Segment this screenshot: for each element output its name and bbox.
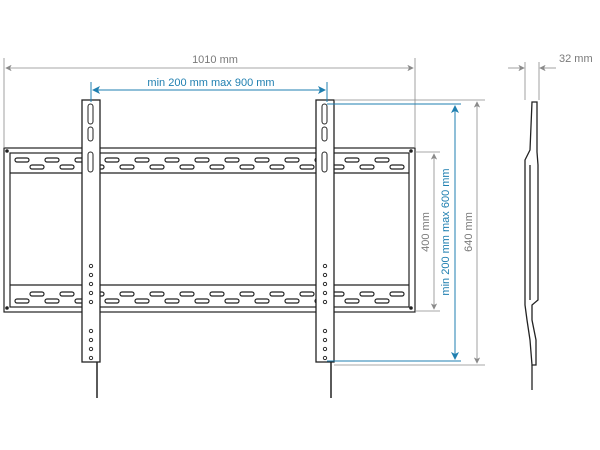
frame-screw — [409, 306, 413, 310]
frame-slot — [179, 164, 195, 170]
dimension-total-height — [334, 99, 485, 366]
arm-hole — [322, 328, 328, 334]
arm-hole — [88, 281, 94, 287]
frame-slot — [59, 291, 75, 297]
frame-slot — [389, 164, 405, 170]
frame-slot — [119, 291, 135, 297]
frame-slot — [284, 298, 300, 304]
arm-hole — [88, 290, 94, 296]
frame-slot — [179, 291, 195, 297]
dimension-vertical-vesa — [327, 103, 461, 362]
frame-slot — [44, 157, 60, 163]
frame-slot — [29, 291, 45, 297]
dimension-frame-height — [415, 151, 440, 312]
arm-hole — [322, 281, 328, 287]
frame-slot — [374, 157, 390, 163]
arm-hole — [322, 263, 328, 269]
frame-slot — [359, 164, 375, 170]
frame-slot — [284, 157, 300, 163]
total-width-label: 1010 mm — [192, 54, 238, 66]
arm-hole — [88, 337, 94, 343]
frame-height-label: 400 mm — [420, 212, 432, 252]
frame-slot — [389, 291, 405, 297]
frame-slot — [29, 164, 45, 170]
vertical-arms — [81, 99, 335, 398]
arm-hole — [322, 355, 328, 361]
arm-hole — [322, 299, 328, 305]
frame-slot — [344, 157, 360, 163]
frame-screw — [409, 149, 413, 153]
frame-slot — [59, 164, 75, 170]
frame-slot — [164, 157, 180, 163]
frame-slot — [14, 298, 30, 304]
arm-slot — [321, 151, 328, 173]
arm-hole — [322, 337, 328, 343]
arm-hole — [322, 272, 328, 278]
arm-hole — [88, 272, 94, 278]
total-height-label: 640 mm — [463, 212, 475, 252]
frame-slot — [44, 298, 60, 304]
arm-hole — [88, 346, 94, 352]
frame-slot — [149, 164, 165, 170]
arm-slot — [87, 103, 94, 125]
frame-slot — [194, 298, 210, 304]
mount-frame — [3, 147, 416, 313]
frame-slot — [299, 291, 315, 297]
arm-hole — [88, 263, 94, 269]
dimension-total-width — [3, 58, 416, 148]
frame-slot — [239, 291, 255, 297]
dimension-depth — [508, 62, 556, 100]
frame-screw — [5, 306, 9, 310]
side-view — [524, 101, 539, 390]
arm — [315, 99, 335, 363]
frame-slot — [209, 164, 225, 170]
frame-slot — [254, 298, 270, 304]
frame-slot — [134, 157, 150, 163]
arm-slot — [321, 126, 328, 142]
arm-hole — [88, 355, 94, 361]
frame-slot — [134, 298, 150, 304]
frame-slot — [269, 291, 285, 297]
frame-slot — [164, 298, 180, 304]
arm-hole — [88, 328, 94, 334]
frame-slot — [254, 157, 270, 163]
frame-slot — [374, 298, 390, 304]
arm-slot — [87, 126, 94, 142]
frame-slot — [104, 298, 120, 304]
frame-slot — [359, 291, 375, 297]
frame-slot — [209, 291, 225, 297]
dimension-horizontal-vesa — [90, 82, 328, 102]
frame-slot — [239, 164, 255, 170]
frame-slot — [104, 157, 120, 163]
arm-slot — [87, 151, 94, 173]
frame-slot — [344, 298, 360, 304]
horizontal-vesa-label: min 200 mm max 900 mm — [147, 77, 274, 89]
depth-label: 32 mm — [559, 53, 593, 65]
frame-slot — [224, 157, 240, 163]
frame-slot — [224, 298, 240, 304]
arm-hole — [322, 290, 328, 296]
frame-slot — [14, 157, 30, 163]
frame-slot — [269, 164, 285, 170]
frame-slot — [299, 164, 315, 170]
arm-hole — [88, 299, 94, 305]
arm-hole — [322, 346, 328, 352]
arm-slot — [321, 103, 328, 125]
frame-slot — [119, 164, 135, 170]
frame-slot — [149, 291, 165, 297]
vertical-vesa-label: min 200 mm max 600 mm — [440, 168, 452, 295]
arm — [81, 99, 101, 363]
frame-screw — [5, 149, 9, 153]
frame-slot — [194, 157, 210, 163]
